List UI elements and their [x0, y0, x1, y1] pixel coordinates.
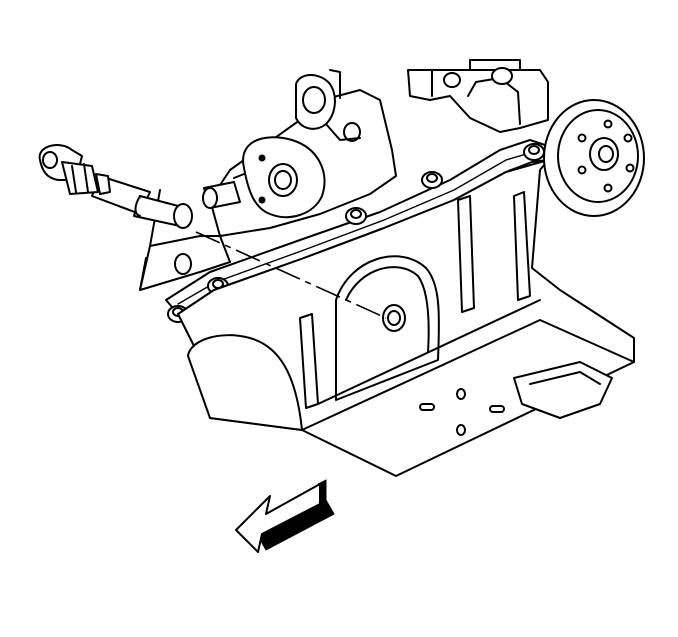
bolt-5 — [523, 143, 545, 161]
bolt-3 — [345, 207, 367, 225]
bolt-4 — [421, 171, 443, 189]
filter-adapter-icon — [202, 74, 361, 219]
sensor-icon — [38, 144, 111, 195]
direction-arrow-icon — [235, 479, 335, 553]
install-line — [195, 231, 387, 319]
port-icon — [382, 304, 406, 332]
pulley-icon — [543, 99, 645, 217]
